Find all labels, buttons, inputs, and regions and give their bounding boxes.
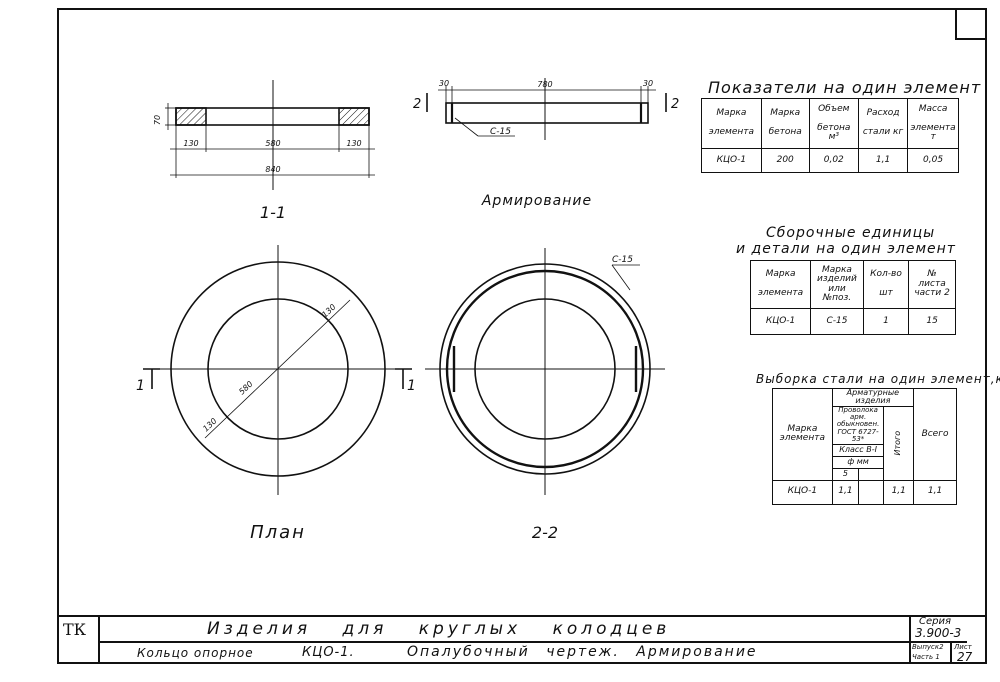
assembly-cell: КЦО-1 <box>749 308 812 335</box>
indicators-title: Показатели на один элемент <box>708 78 982 97</box>
title-block-part: Часть 1 <box>912 653 940 661</box>
title-block: ТК Изделия для круглых колодцев Кольцо о… <box>57 615 987 664</box>
plan-width-bottom-dim: 130 <box>201 416 218 433</box>
section-1-1-overall-dim: 840 <box>265 165 280 174</box>
section-1-1-middle-dim: 580 <box>265 139 280 148</box>
section-2-2-rebar-label: С-15 <box>612 255 633 265</box>
assembly-title-line2: и детали на один элемент <box>736 241 956 257</box>
reinforcement-middle-dim: 780 <box>537 80 552 89</box>
title-block-series-label: Серия <box>919 616 951 627</box>
corner-stamp-box <box>955 8 987 40</box>
plan-width-top-dim: 130 <box>320 302 337 319</box>
indicators-cell: КЦО-1 <box>701 148 762 173</box>
section-1-1-view: 70 130 580 130 840 1-1 <box>153 80 375 222</box>
assembly-cell: С-15 <box>810 308 864 335</box>
assembly-cell: 15 <box>908 308 956 335</box>
plan-diameter-dim: 580 <box>237 379 254 396</box>
plan-cut-1-left: 1 <box>136 378 145 394</box>
title-block-sheet-label: Лист <box>954 643 972 651</box>
title-block-main: Изделия для круглых колодцев <box>207 619 671 639</box>
reinforcement-caption: Армирование <box>481 193 592 209</box>
steel-header-itogo: Итого <box>883 405 915 481</box>
plan-cut-1-right: 1 <box>407 378 416 394</box>
steel-cell <box>858 479 885 505</box>
steel-cell: 1,1 <box>913 479 957 505</box>
section-1-1-left-dim: 130 <box>183 139 198 148</box>
title-block-sheet-value: 27 <box>957 650 973 664</box>
title-block-item: Кольцо опорное <box>137 646 254 660</box>
drawing-frame <box>57 8 987 664</box>
title-block-desc: Опалубочный чертеж. Армирование <box>407 644 758 660</box>
title-block-issue: Выпуск2 <box>912 643 944 651</box>
steel-cell: КЦО-1 <box>772 479 833 505</box>
steel-header-group: Арматурные изделия <box>831 388 915 407</box>
steel-header-diam: ф мм <box>831 455 885 469</box>
reinforcement-right-dim: 30 <box>643 79 653 88</box>
reinforcement-rebar-label: С-15 <box>490 127 511 137</box>
plan-view: 580 130 130 1 1 План <box>136 245 416 543</box>
steel-header-total: Всего <box>913 388 957 481</box>
steel-header-mark: Марка элемента <box>772 388 833 481</box>
steel-title: Выборка стали на один элемент,кг <box>756 372 1000 386</box>
indicators-cell: 1,1 <box>857 148 909 173</box>
reinforcement-view: 30 780 30 С-15 2 2 Армирование <box>413 78 679 209</box>
steel-table: Марка элемента Арматурные изделия Всего … <box>772 388 957 505</box>
title-block-mark: КЦО-1. <box>302 645 355 660</box>
assembly-cell: 1 <box>862 308 910 335</box>
indicators-cell: 200 <box>760 148 810 173</box>
indicators-cell: 0,02 <box>808 148 859 173</box>
title-block-series-value: 3.900-3 <box>915 626 962 640</box>
section-1-1-height-dim: 70 <box>153 115 162 125</box>
steel-cell: 1,1 <box>883 479 915 505</box>
steel-header-empty <box>858 467 885 481</box>
steel-header-diam-value: 5 <box>831 467 860 481</box>
section-1-1-right-dim: 130 <box>346 139 361 148</box>
plan-caption: План <box>250 522 306 543</box>
cut-mark-2-left: 2 <box>413 97 421 112</box>
assembly-title-line1: Сборочные единицы <box>766 225 936 241</box>
cut-mark-2-right: 2 <box>671 97 679 112</box>
steel-cell: 1,1 <box>831 479 860 505</box>
section-2-2-view: С-15 2-2 <box>425 248 665 542</box>
steel-header-class: Класс В-I <box>831 443 885 457</box>
section-2-2-caption: 2-2 <box>532 523 558 542</box>
title-block-tk: ТК <box>63 620 87 639</box>
section-1-1-caption: 1-1 <box>260 203 286 222</box>
steel-header-wire: Проволока арм. обыкновен. ГОСТ 6727-53* <box>831 405 885 445</box>
indicators-cell: 0,05 <box>907 148 959 173</box>
reinforcement-left-dim: 30 <box>439 79 449 88</box>
